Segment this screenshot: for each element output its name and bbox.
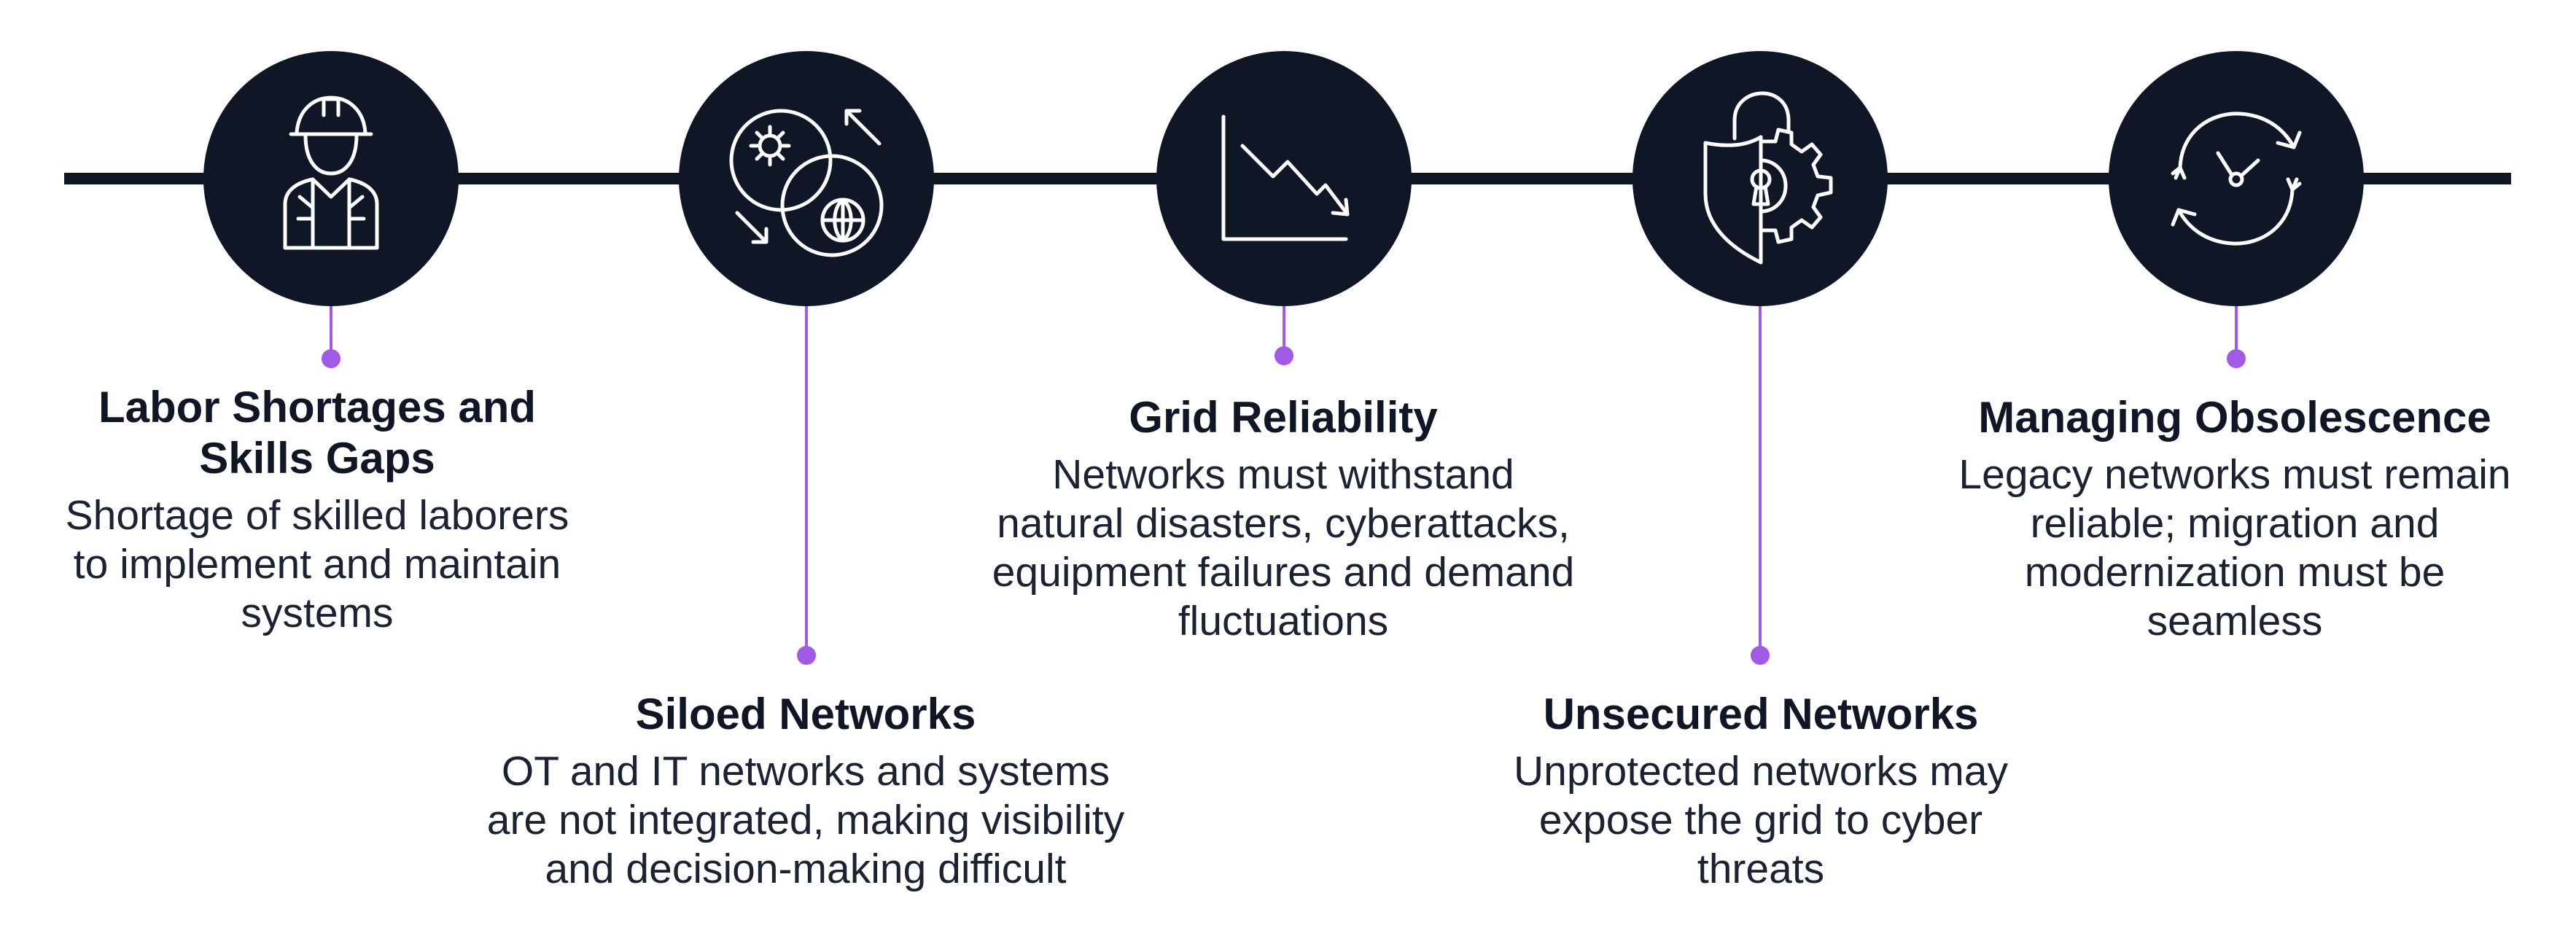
item-description: Shortage of skilled laborers to implemen…	[65, 492, 569, 636]
item-description: Legacy networks must remain reliable; mi…	[1958, 451, 2511, 644]
item-description: OT and IT networks and systems are not i…	[486, 748, 1125, 892]
node-unsecured-networks	[1633, 51, 1888, 306]
item-title: Managing Obsolescence	[1978, 393, 2491, 442]
connector-line	[2235, 292, 2238, 359]
connector-dot	[322, 349, 341, 368]
connector-dot	[797, 646, 816, 665]
label-labor: Labor Shortages and Skills Gaps Shortage…	[51, 382, 583, 638]
item-description: Unprotected networks may expose the grid…	[1514, 748, 2008, 892]
connector-line	[1759, 292, 1762, 649]
clock-cycle-icon	[2171, 112, 2302, 246]
connector-dot	[2227, 349, 2246, 368]
node-managing-obsolescence	[2109, 51, 2364, 306]
label-managing-obsolescence: Managing Obsolescence Legacy networks mu…	[1907, 392, 2563, 646]
declining-chart-icon	[1221, 114, 1350, 241]
node-labor	[203, 51, 459, 306]
label-grid-reliability: Grid Reliability Networks must withstand…	[941, 392, 1626, 646]
node-grid-reliability	[1156, 51, 1412, 306]
node-siloed-networks	[679, 51, 934, 306]
connector-line	[330, 292, 332, 361]
connector-line	[805, 292, 808, 649]
item-title: Unsecured Networks	[1543, 690, 1979, 738]
item-title: Siloed Networks	[635, 690, 976, 738]
item-title: Labor Shortages and Skills Gaps	[98, 383, 537, 483]
item-title: Grid Reliability	[1129, 393, 1438, 442]
connector-dot	[1275, 346, 1293, 365]
lock-shield-gear-icon	[1703, 91, 1833, 265]
label-siloed-networks: Siloed Networks OT and IT networks and s…	[437, 689, 1174, 894]
siloed-networks-icon	[729, 109, 884, 257]
connector-dot	[1751, 646, 1770, 665]
worker-icon	[283, 95, 379, 250]
label-unsecured-networks: Unsecured Networks Unprotected networks …	[1429, 689, 2093, 894]
item-description: Networks must withstand natural disaster…	[992, 451, 1575, 644]
connector-line	[1283, 292, 1285, 356]
